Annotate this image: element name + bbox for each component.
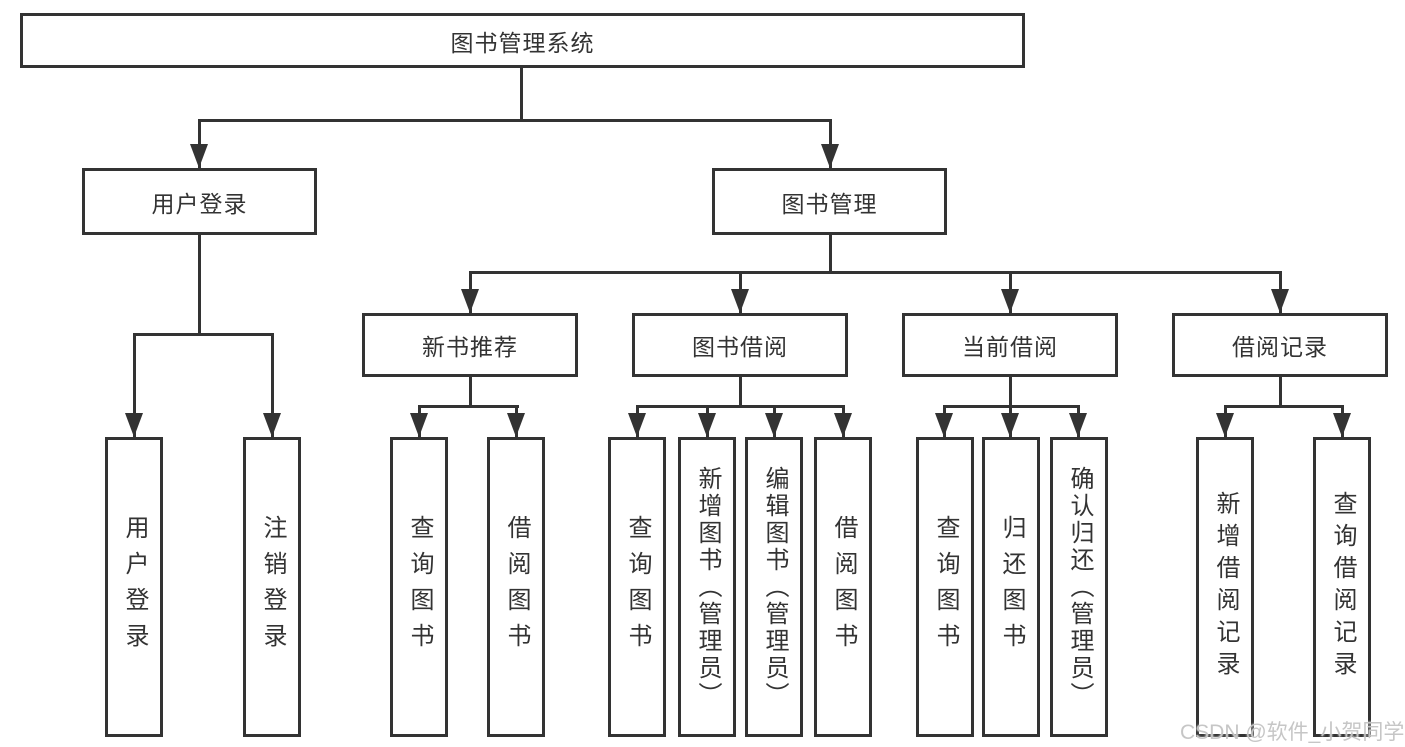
connector-line <box>739 377 742 407</box>
node-user-login-label: 用户登录 <box>151 190 248 217</box>
leaf-borrow-books-recommend: 借阅图书 <box>487 437 545 737</box>
arrow-down-icon <box>263 413 281 437</box>
arrow-down-icon <box>507 413 525 437</box>
connector-line <box>198 235 201 336</box>
arrow-down-icon <box>731 289 749 313</box>
arrow-down-icon <box>410 413 428 437</box>
connector-line <box>418 405 519 408</box>
leaf-user-login: 用户登录 <box>105 437 163 737</box>
leaf-query-borrow-record: 查询借阅记录 <box>1313 437 1371 737</box>
leaf-user-login-label: 用户登录 <box>121 515 148 659</box>
connector-line <box>1009 377 1012 407</box>
arrow-down-icon <box>698 413 716 437</box>
node-book-borrow: 图书借阅 <box>632 313 848 377</box>
arrow-down-icon <box>935 413 953 437</box>
connector-line <box>198 119 201 168</box>
leaf-borrow-books-label: 借阅图书 <box>830 515 857 659</box>
connector-line <box>271 333 274 437</box>
node-new-book-recommend-label: 新书推荐 <box>422 334 518 360</box>
node-user-login: 用户登录 <box>82 168 317 235</box>
leaf-logout: 注销登录 <box>243 437 301 737</box>
connector-line <box>469 377 472 407</box>
leaf-confirm-return-admin: 确认归还（管理员） <box>1050 437 1108 737</box>
arrow-down-icon <box>1001 289 1019 313</box>
leaf-query-books-current-label: 查询图书 <box>932 515 959 659</box>
leaf-add-borrow-record-label: 新增借阅记录 <box>1212 491 1239 683</box>
leaf-query-borrow-record-label: 查询借阅记录 <box>1329 491 1356 683</box>
node-borrow-records-label: 借阅记录 <box>1232 334 1328 360</box>
leaf-return-books-label: 归还图书 <box>998 515 1025 659</box>
node-book-borrow-label: 图书借阅 <box>692 334 788 360</box>
leaf-borrow-books-recommend-label: 借阅图书 <box>503 515 530 659</box>
arrow-down-icon <box>1216 413 1234 437</box>
csdn-watermark: CSDN @软件_小贺同学 <box>1180 721 1405 744</box>
node-root-label: 图书管理系统 <box>450 29 595 56</box>
arrow-down-icon <box>461 289 479 313</box>
leaf-logout-label: 注销登录 <box>259 515 286 659</box>
node-current-borrow: 当前借阅 <box>902 313 1118 377</box>
arrow-down-icon <box>1001 413 1019 437</box>
leaf-edit-books-admin-label: 编辑图书（管理员） <box>761 465 788 709</box>
leaf-query-books-recommend-label: 查询图书 <box>406 515 433 659</box>
arrow-down-icon <box>628 413 646 437</box>
connector-line <box>198 119 832 122</box>
arrow-down-icon <box>1333 413 1351 437</box>
leaf-edit-books-admin: 编辑图书（管理员） <box>745 437 803 737</box>
arrow-down-icon <box>834 413 852 437</box>
leaf-borrow-books: 借阅图书 <box>814 437 872 737</box>
node-borrow-records: 借阅记录 <box>1172 313 1388 377</box>
leaf-query-books-borrow-label: 查询图书 <box>624 515 651 659</box>
connector-line <box>133 333 274 336</box>
arrow-down-icon <box>125 413 143 437</box>
node-current-borrow-label: 当前借阅 <box>962 334 1058 360</box>
leaf-query-books-borrow: 查询图书 <box>608 437 666 737</box>
connector-line <box>520 68 523 120</box>
leaf-add-borrow-record: 新增借阅记录 <box>1196 437 1254 737</box>
arrow-down-icon <box>190 144 208 168</box>
leaf-confirm-return-admin-label: 确认归还（管理员） <box>1066 465 1093 709</box>
connector-line <box>829 235 832 274</box>
arrow-down-icon <box>1069 413 1087 437</box>
arrow-down-icon <box>1271 289 1289 313</box>
arrow-down-icon <box>765 413 783 437</box>
leaf-query-books-current: 查询图书 <box>916 437 974 737</box>
connector-line <box>1224 405 1344 408</box>
leaf-add-books-admin-label: 新增图书（管理员） <box>694 465 721 709</box>
node-new-book-recommend: 新书推荐 <box>362 313 578 377</box>
connector-line <box>469 271 1282 274</box>
connector-line <box>636 405 845 408</box>
arrow-down-icon <box>821 144 839 168</box>
connector-line <box>133 333 136 437</box>
leaf-query-books-recommend: 查询图书 <box>390 437 448 737</box>
node-book-management-label: 图书管理 <box>781 190 878 217</box>
connector-line <box>829 119 832 168</box>
leaf-return-books: 归还图书 <box>982 437 1040 737</box>
node-root: 图书管理系统 <box>20 13 1025 68</box>
connector-line <box>1279 377 1282 407</box>
leaf-add-books-admin: 新增图书（管理员） <box>678 437 736 737</box>
node-book-management: 图书管理 <box>712 168 947 235</box>
